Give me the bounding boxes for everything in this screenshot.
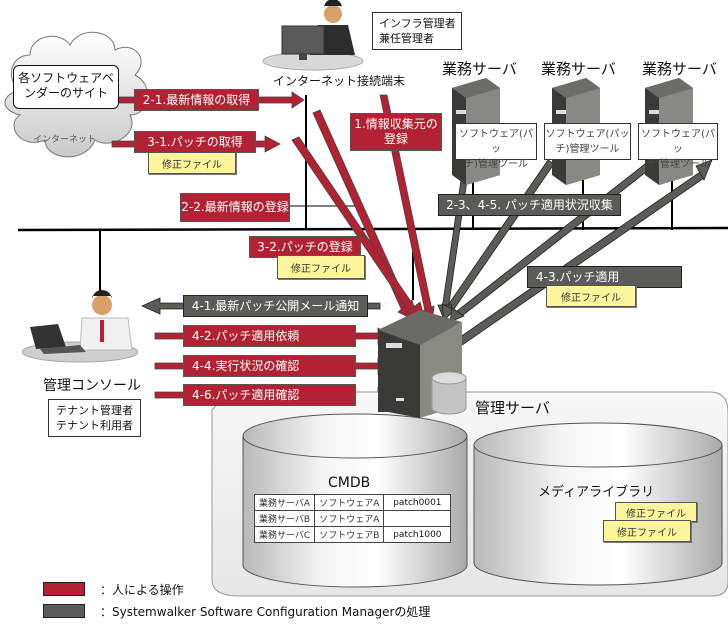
step-4-1-label: 4-1.最新パッチ公開メール通知 [183,295,368,317]
patch-tool-box-3: ソフトウェア(パッ チ)管理ツール [638,123,718,170]
step-1-line2: 登録 [383,132,408,146]
cmdb-row: 業務サーバA ソフトウェアA patch0001 [253,494,452,511]
step-3-1-label: 3-1.パッチの取得 [134,131,256,153]
vendor-site-box: 各ソフトウェアベ ンダーのサイト [13,65,119,109]
patch-tool-box-2: ソフトウェア(パッ チ)管理ツール [544,123,631,160]
vendor-site-title-line1: 各ソフトウェアベ [18,71,114,85]
business-server-title-3: 業務サーバ [642,60,717,78]
internet-terminal-label: インターネット接続端末 [273,74,406,88]
cmdb-row: 業務サーバB ソフトウェアA [253,510,452,527]
step-2-1-label: 2-1.最新情報の取得 [134,89,259,111]
step-1-line1: 1.情報収集元の [354,117,438,131]
management-console-label: 管理コンソール [43,378,141,394]
step-4-2-label: 4-2.パッチ適用依頼 [183,325,356,347]
cmdb-title: CMDB [328,475,371,491]
step-2-3-4-5-label: 2-3、4-5. パッチ適用状況収集 [438,194,621,216]
step-4-4-label: 4-4.実行状況の確認 [183,355,356,377]
cmdb-cell-software: ソフトウェアA [314,494,385,511]
step-2-2-label: 2-2.最新情報の登録 [180,193,290,222]
vendor-site-title-line2: ンダーのサイト [23,86,108,100]
cmdb-cell-patch: patch0001 [383,494,452,511]
cmdb-cell-patch: patch1000 [383,526,452,543]
legend-swatch-system [43,604,85,618]
patch-tool-line1: ソフトウェア(パッ [459,129,533,155]
cmdb-cell-patch [383,510,452,527]
tenant-role-line2: テナント利用者 [56,419,133,432]
step-4-6-label: 4-6.パッチ適用確認 [183,384,356,406]
cmdb-cell-server: 業務サーバA [253,494,316,511]
business-server-title-2: 業務サーバ [541,60,616,78]
business-server-title-1: 業務サーバ [442,60,517,78]
fix-file-note-3-1: 修正ファイル [148,152,236,174]
cmdb-table: 業務サーバA ソフトウェアA patch0001 業務サーバB ソフトウェアA … [253,494,452,543]
cmdb-row: 業務サーバC ソフトウェアB patch1000 [253,526,452,543]
internet-cloud-label: インターネット [33,135,97,145]
patch-tool-box-1: ソフトウェア(パッ チ)管理ツール [455,123,537,170]
management-disk-icon [431,371,467,415]
patch-tool-line2: チ)管理ツール [646,159,710,170]
legend-swatch-human [43,582,85,596]
legend-label-human: ：人による操作 [100,583,184,597]
cmdb-cell-server: 業務サーバB [253,510,316,527]
media-fix-file-2: 修正ファイル [603,520,691,542]
tenant-role-box: テナント管理者 テナント利用者 [48,399,141,437]
step-1-label: 1.情報収集元の 登録 [350,113,442,151]
cmdb-cell-server: 業務サーバC [253,526,316,543]
tenant-role-line1: テナント管理者 [56,404,133,417]
management-server-label: 管理サーバ [475,399,550,417]
media-fix-file-1: 修正ファイル [615,502,697,522]
fix-file-note-4-3: 修正ファイル [546,285,636,307]
fix-file-note-3-2: 修正ファイル [277,255,365,279]
step-4-3-label: 4-3.パッチ適用 [527,266,682,288]
media-library-cylinder-icon [473,422,723,586]
management-console-user-icon [21,290,139,363]
infra-admin-role-line2: 兼任管理者 [379,32,434,45]
media-library-title: メディアライブラリ [538,485,655,500]
patch-tool-line1: ソフトウェア(パッ [545,129,630,140]
legend-label-system: ：Systemwalker Software Configuration Man… [100,605,431,619]
patch-tool-line2: チ)管理ツール [464,159,528,170]
infra-admin-role-box: インフラ管理者 兼任管理者 [372,12,462,50]
patch-tool-line1: ソフトウェア(パッ [641,129,715,155]
internet-terminal-user-icon [262,0,364,71]
infra-admin-role-line1: インフラ管理者 [379,17,456,30]
patch-tool-line2: チ)管理ツール [555,144,620,155]
cmdb-cell-software: ソフトウェアA [314,510,385,527]
cmdb-cell-software: ソフトウェアB [314,526,385,543]
